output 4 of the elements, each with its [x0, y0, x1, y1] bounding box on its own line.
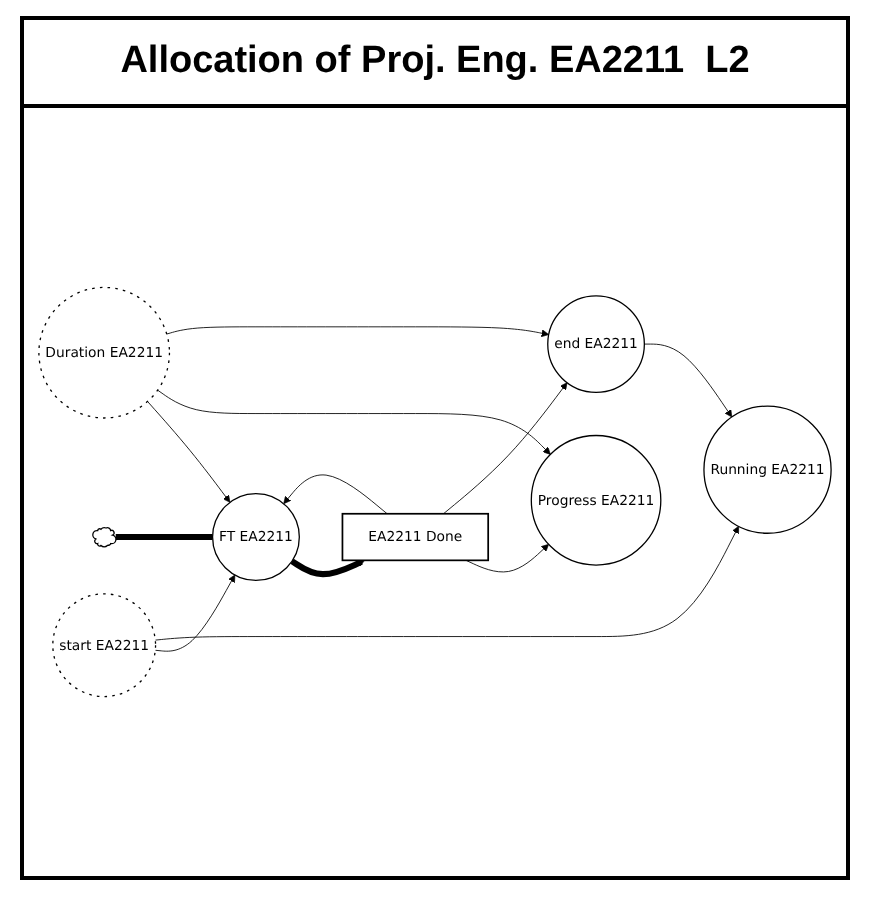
diagram-title: Allocation of Proj. Eng. EA2211 L2: [24, 20, 846, 108]
flow-pipe: [115, 534, 213, 541]
flow-pipe: [290, 558, 365, 578]
cloud-icon: [92, 527, 117, 548]
